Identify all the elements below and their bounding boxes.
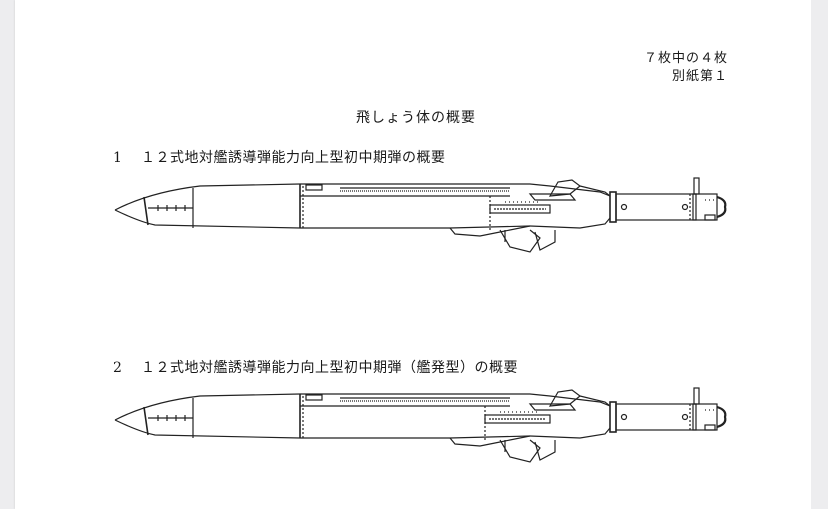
viewer-margin-left <box>0 0 15 509</box>
section-2-heading: 2 １２式地対艦誘導弾能力向上型初中期弾（艦発型）の概要 <box>113 357 518 377</box>
missile-diagram-2 <box>110 372 730 467</box>
document-title: 飛しょう体の概要 <box>356 110 476 126</box>
attachment-label: 別紙第１ <box>671 69 728 84</box>
section-number: 2 <box>113 360 123 376</box>
viewer-margin-right <box>811 0 828 509</box>
document-page <box>15 0 811 509</box>
section-title: １２式地対艦誘導弾能力向上型初中期弾（艦発型）の概要 <box>141 360 518 376</box>
section-title: １２式地対艦誘導弾能力向上型初中期弾の概要 <box>141 150 446 166</box>
page-header-meta: ７枚中の４枚 別紙第１ <box>644 50 728 86</box>
section-1-heading: 1 １２式地対艦誘導弾能力向上型初中期弾の概要 <box>113 147 446 167</box>
missile-side-view-ship-launched-icon <box>114 387 727 463</box>
section-number: 1 <box>113 150 123 166</box>
missile-side-view-icon <box>114 177 727 253</box>
missile-diagram-1 <box>110 172 730 267</box>
page-indicator: ７枚中の４枚 <box>643 51 728 66</box>
